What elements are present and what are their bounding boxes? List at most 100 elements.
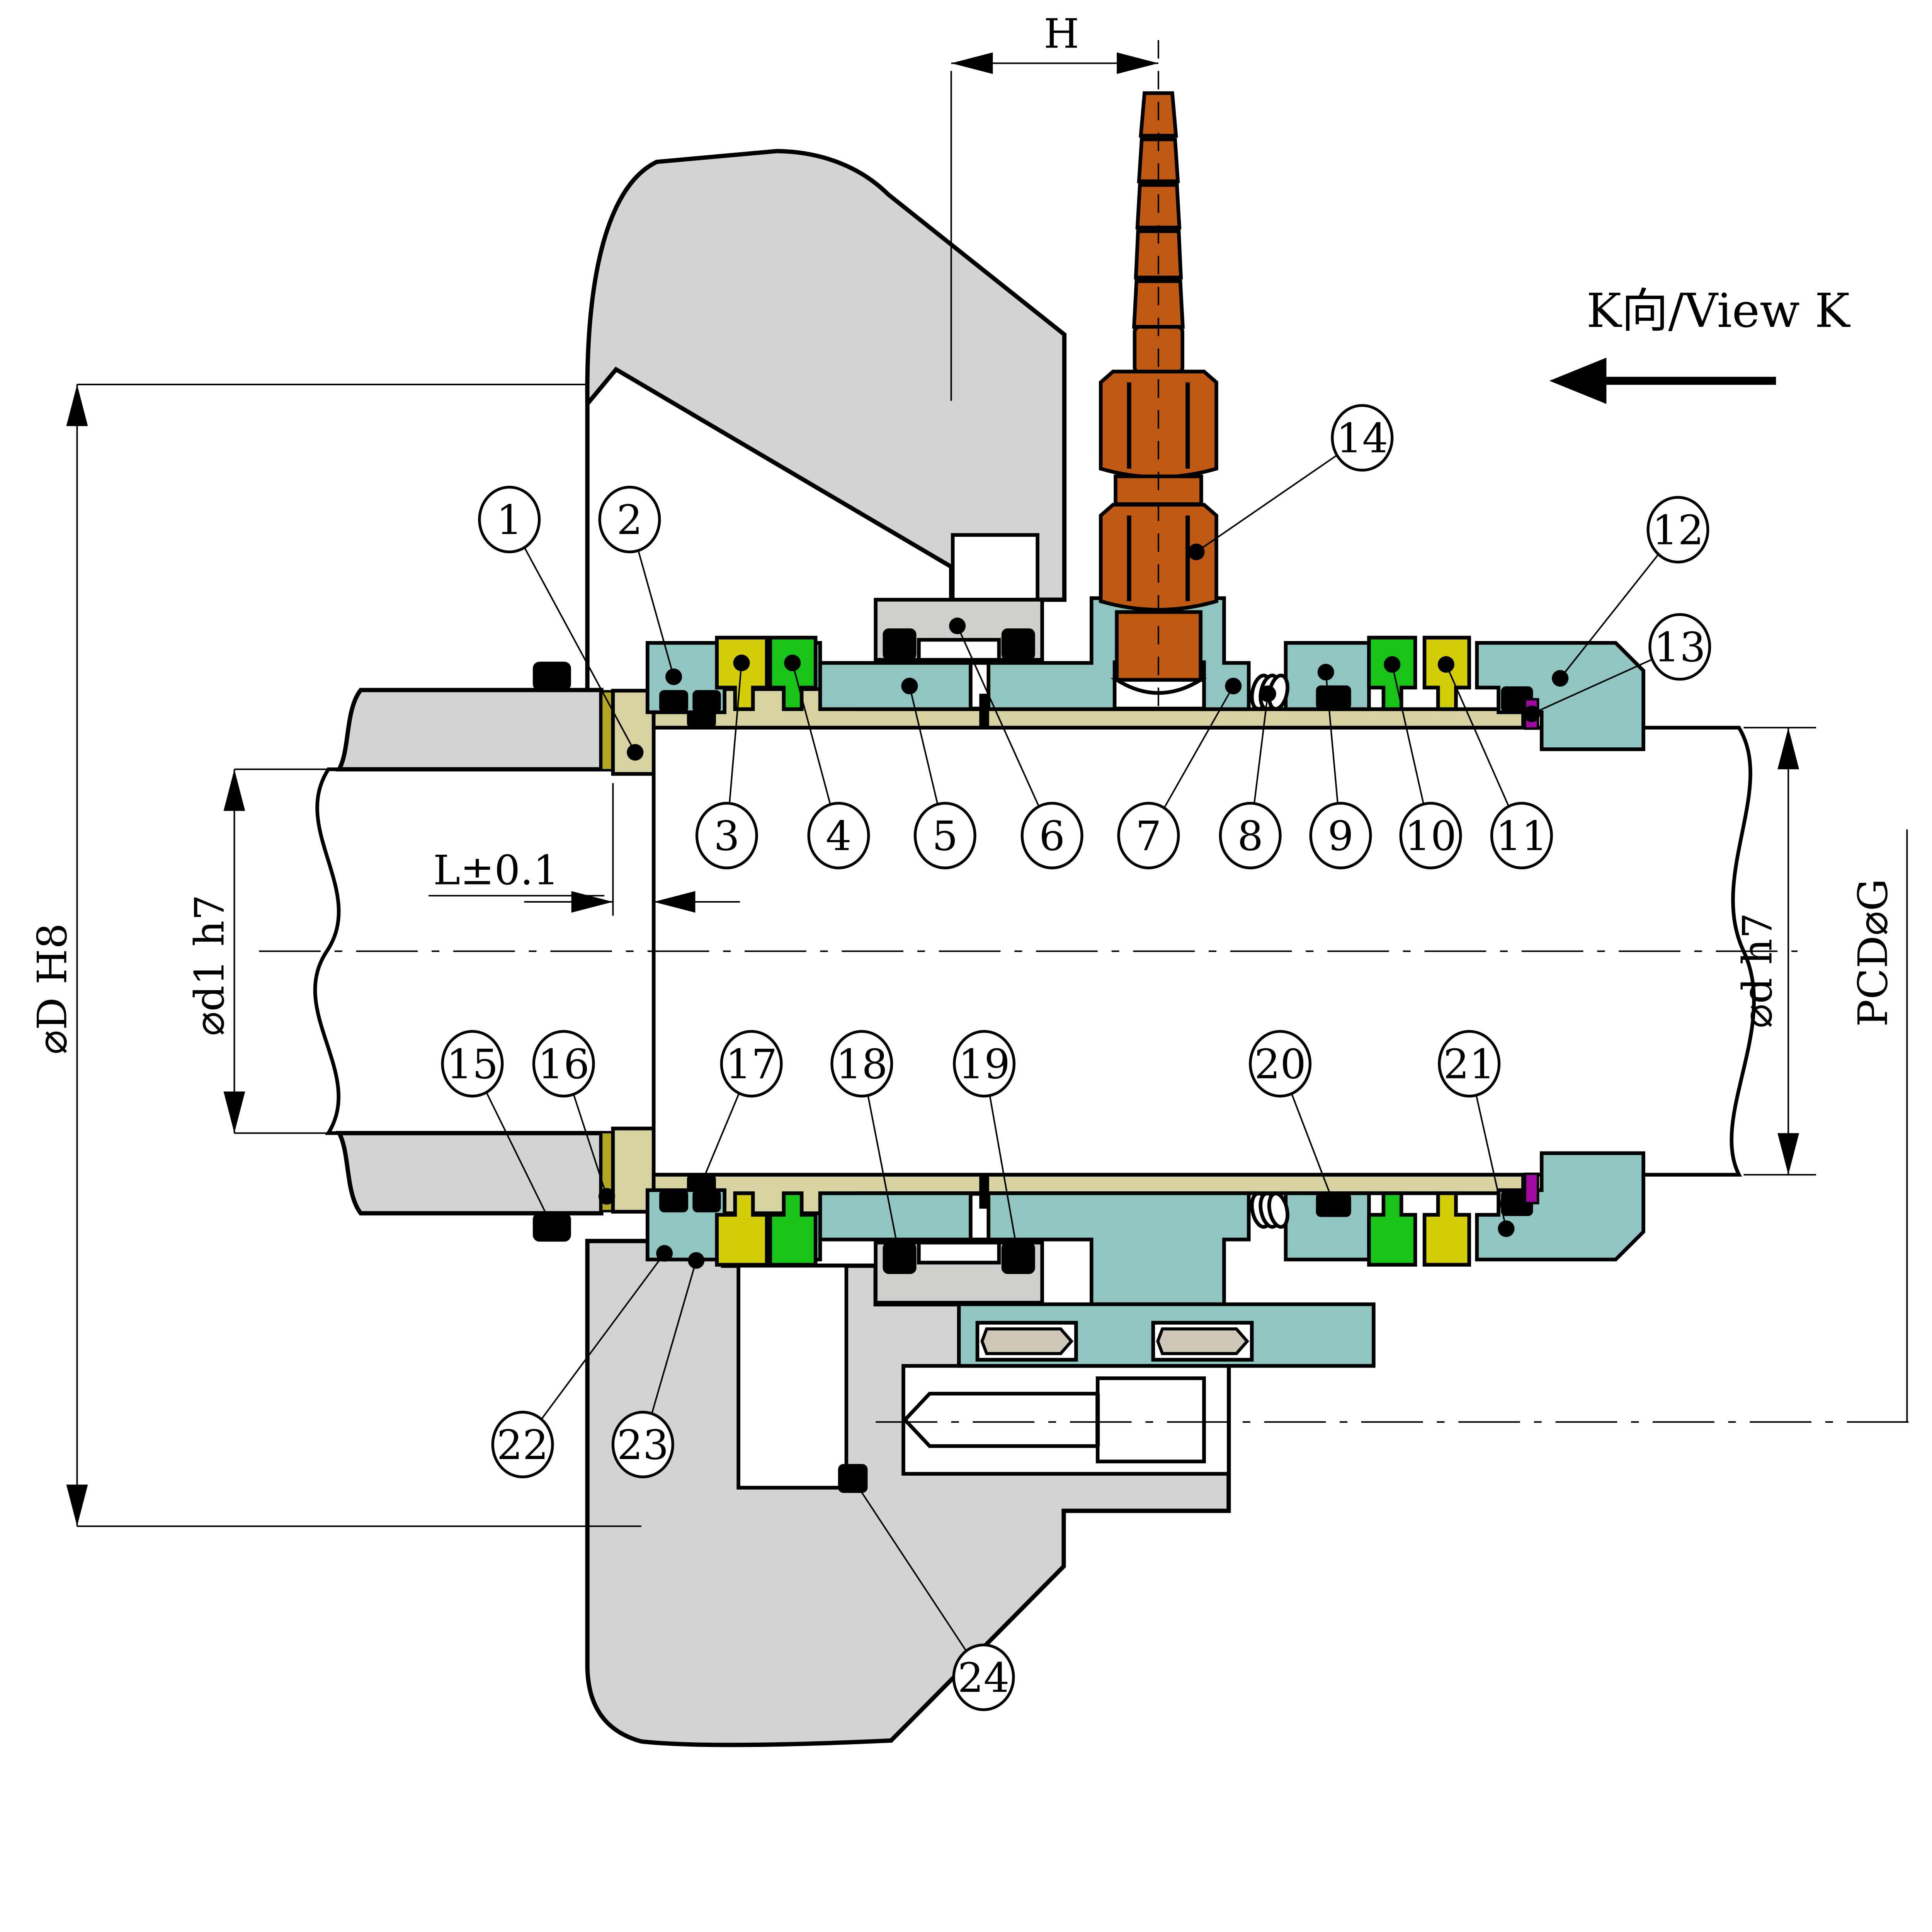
balloon-12 — [1646, 496, 1709, 564]
leader-dot-20 — [1326, 1197, 1343, 1214]
leader-dot-23 — [688, 1252, 705, 1269]
balloon-number-18: 18 — [836, 1040, 888, 1088]
balloon-number-11: 11 — [1496, 812, 1548, 860]
leader-dot-11 — [1437, 656, 1454, 673]
balloon-number-21: 21 — [1443, 1040, 1495, 1088]
hub-top — [335, 688, 604, 772]
fitting-tip — [1110, 678, 1208, 695]
leader-line-8 — [1253, 694, 1269, 806]
balloon-21 — [1438, 1030, 1501, 1098]
leader-line-21 — [1475, 1093, 1507, 1229]
callout-12: 12 — [1552, 496, 1709, 687]
leader-dot-7 — [1225, 677, 1242, 694]
balloon-number-16: 16 — [538, 1040, 590, 1088]
callout-22: 22 — [491, 1245, 673, 1478]
balloon-number-8: 8 — [1237, 812, 1263, 860]
leader-dot-15 — [543, 1217, 560, 1234]
balloon-number-23: 23 — [617, 1421, 669, 1469]
leader-line-18 — [867, 1093, 901, 1259]
shaft-main — [651, 726, 1756, 1177]
leader-dot-10 — [1384, 656, 1401, 673]
balloon-5 — [913, 802, 976, 869]
leader-dot-12 — [1552, 670, 1569, 687]
leader-dot-8 — [1259, 685, 1276, 702]
bushing-recess — [917, 638, 1001, 662]
balloon-19 — [953, 1030, 1016, 1098]
leader-dot-6 — [949, 617, 966, 634]
balloon-9 — [1309, 802, 1372, 869]
callout-3: 3 — [695, 655, 758, 869]
callout-5: 5 — [901, 677, 976, 869]
balloon-4 — [807, 802, 870, 869]
balloon-22 — [491, 1411, 554, 1478]
dim-D: ⌀D H8 — [29, 923, 76, 1054]
callout-18: 18 — [830, 1030, 908, 1267]
leader-dot-9 — [1317, 663, 1334, 681]
callout-1: 1 — [478, 486, 644, 761]
callout-17: 17 — [692, 1030, 783, 1194]
balloon-number-20: 20 — [1254, 1040, 1306, 1088]
stationary-seat-left — [715, 636, 769, 711]
leader-line-13 — [1531, 658, 1653, 715]
callout-4: 4 — [784, 655, 870, 869]
dim-d: ⌀d h7 — [1733, 913, 1781, 1028]
balloon-13 — [1648, 613, 1711, 681]
callout-2: 2 — [598, 486, 682, 685]
leader-line-1 — [523, 545, 636, 753]
pump-housing-top — [585, 149, 1067, 753]
leader-line-5 — [909, 685, 939, 807]
leader-dot-24 — [844, 1470, 861, 1487]
leader-dot-5 — [901, 677, 918, 694]
dim-d1: ⌀d1 h7 — [186, 895, 233, 1036]
callout-16: 16 — [532, 1030, 615, 1205]
drive-pin-top — [979, 694, 989, 728]
throttle-bushing-top — [874, 598, 1044, 662]
dim-pcd: PCD⌀G — [1849, 879, 1896, 1027]
balloon-7 — [1117, 802, 1180, 869]
leader-dot-21 — [1498, 1220, 1515, 1237]
balloon-15 — [441, 1030, 504, 1098]
callout-9: 9 — [1309, 663, 1372, 869]
drive-collar-bottom — [1475, 1151, 1645, 1262]
seal-faces-top — [715, 636, 1471, 711]
leader-dot-19 — [1010, 1250, 1027, 1267]
housing-window — [951, 533, 1039, 602]
technical-drawing-canvas: H L±0.1 ⌀D H8 ⌀d1 h7 ⌀d h7 PCD⌀G — [28, 10, 1921, 1747]
gland-bolt — [902, 1376, 1206, 1464]
leader-dot-17 — [692, 1177, 709, 1194]
balloon-8 — [1219, 802, 1282, 869]
fitting-thread-body — [1115, 610, 1203, 682]
balloon-20 — [1249, 1030, 1312, 1098]
hub-bottom — [335, 1131, 604, 1216]
balloon-14 — [1331, 404, 1394, 472]
leader-line-14 — [1196, 454, 1338, 553]
leader-dot-22 — [656, 1245, 673, 1262]
callout-8: 8 — [1219, 685, 1282, 869]
housing-top-body — [585, 149, 1067, 602]
balloon-1 — [478, 486, 541, 553]
balloon-6 — [1020, 802, 1083, 869]
leader-line-3 — [728, 663, 743, 806]
balloon-number-24: 24 — [957, 1654, 1009, 1701]
leader-line-20 — [1290, 1091, 1335, 1206]
leader-line-9 — [1325, 672, 1339, 806]
setscrew-left — [980, 1327, 1074, 1355]
leader-line-10 — [1391, 664, 1425, 807]
leader-line-2 — [637, 548, 675, 677]
leader-line-23 — [650, 1260, 697, 1416]
callout-13: 13 — [1523, 613, 1711, 722]
balloon-number-4: 4 — [826, 812, 852, 860]
leader-line-22 — [540, 1253, 665, 1421]
balloon-number-22: 22 — [497, 1421, 549, 1469]
purple-ring-bottom — [1524, 1172, 1539, 1204]
leader-dot-14 — [1188, 543, 1205, 560]
dim-L: L±0.1 — [433, 847, 559, 894]
leader-dot-1 — [627, 744, 644, 761]
balloon-number-10: 10 — [1405, 812, 1457, 860]
callout-21: 21 — [1438, 1030, 1515, 1237]
leader-line-11 — [1445, 664, 1510, 809]
balloon-number-6: 6 — [1039, 812, 1065, 860]
callout-20: 20 — [1249, 1030, 1343, 1214]
callout-14: 14 — [1188, 404, 1394, 560]
